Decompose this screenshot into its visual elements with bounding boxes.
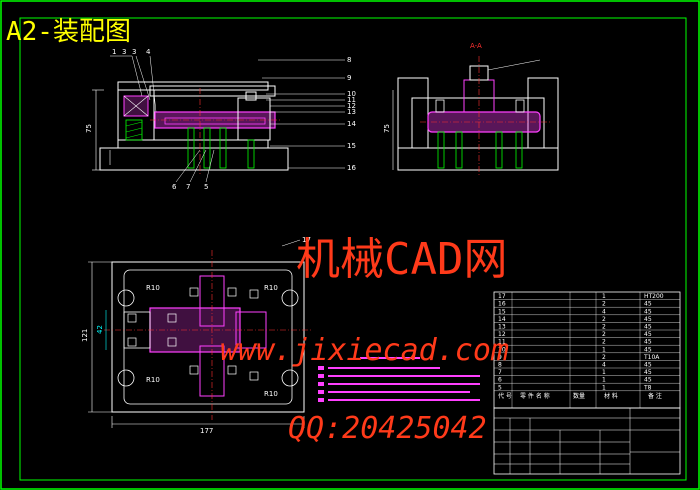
bom-cell-qty: 4 (602, 308, 606, 315)
bom-header-material: 材 料 (604, 392, 618, 400)
bom-header-remark: 备 注 (648, 392, 662, 400)
bom-cell-qty: 2 (602, 331, 606, 338)
bom-cell-qty: 1 (602, 384, 606, 391)
balloons-bottom-left: 6 7 5 (172, 183, 208, 191)
bom-cell-no: 15 (498, 308, 506, 315)
balloon-label: 14 (347, 120, 356, 128)
balloon-label: 3 (132, 48, 136, 56)
bom-cell-material: 45 (644, 339, 652, 346)
balloon-label: 13 (347, 108, 356, 116)
bom-header-code: 代 号 (498, 392, 512, 400)
title-block (493, 407, 681, 475)
balloon-label: 6 (172, 183, 177, 191)
balloon-label: 7 (186, 183, 190, 191)
bom-cell-material: 45 (644, 316, 652, 323)
bom-cell-qty: 1 (602, 293, 606, 300)
bom-cell-material: 45 (644, 324, 652, 331)
balloons-right: 8 9 10 11 12 13 14 15 16 (347, 56, 356, 172)
bom-cell-material: 45 (644, 331, 652, 338)
balloon-label: 17 (302, 236, 311, 244)
bom-cell-no: 9 (498, 354, 502, 361)
bom-header-qty: 数量 (573, 392, 585, 400)
radius-label: R10 (264, 284, 278, 292)
balloon-label: 15 (347, 142, 356, 150)
balloons-top-left: 1 3 3 4 (112, 48, 151, 56)
plan-dim-height: 121 (81, 329, 89, 342)
inner-frame (19, 17, 687, 481)
bom-cell-material: 45 (644, 369, 652, 376)
bom-cell-no: 8 (498, 362, 502, 369)
bom-cell-qty: 1 (602, 346, 606, 353)
bom-cell-material: 45 (644, 362, 652, 369)
side-dim-height: 75 (383, 124, 391, 133)
bom-cell-qty: 1 (602, 369, 606, 376)
bom-cell-material: 45 (644, 301, 652, 308)
bom-cell-no: 6 (498, 377, 502, 384)
balloon-label: 1 (112, 48, 116, 56)
bom-cell-material: 45 (644, 346, 652, 353)
bom-cell-material: T10A (643, 354, 660, 361)
radius-label: R10 (264, 390, 278, 398)
bom-cell-no: 10 (498, 346, 506, 353)
sheet-title: A2-装配图 (6, 17, 131, 47)
bom-cell-no: 17 (498, 293, 506, 300)
side-view-label: A-A (470, 42, 482, 50)
radius-label: R10 (146, 284, 160, 292)
technical-notes (318, 357, 480, 402)
radius-label: R10 (146, 376, 160, 384)
balloon-label: 8 (347, 56, 351, 64)
bom-cell-material: T8 (643, 384, 652, 391)
bom-cell-no: 5 (498, 384, 502, 391)
balloon-label: 16 (347, 164, 356, 172)
bom-cell-qty: 2 (602, 354, 606, 361)
bom-cell-material: 45 (644, 377, 652, 384)
balloon-label: 9 (347, 74, 351, 82)
bom-cell-qty: 1 (602, 377, 606, 384)
front-dim-height: 75 (85, 124, 93, 133)
bom-cell-no: 13 (498, 324, 506, 331)
side-view (392, 56, 559, 176)
plan-view (88, 239, 312, 428)
bom-header-name: 零 件 名 称 (520, 392, 550, 400)
balloon-label: 10 (347, 90, 356, 98)
bom-cell-no: 16 (498, 301, 506, 308)
bom-cell-no: 14 (498, 316, 506, 323)
watermark-line3: QQ:20425042 (288, 411, 487, 446)
bom-cell-qty: 2 (602, 316, 606, 323)
plan-dim-inner: 42 (96, 325, 104, 334)
balloon-label: 12 (347, 102, 356, 110)
front-view (92, 55, 345, 183)
bom-cell-qty: 2 (602, 339, 606, 346)
bom-cell-no: 12 (498, 331, 506, 338)
balloon-label: 3 (122, 48, 126, 56)
plan-dim-width: 177 (200, 427, 213, 435)
balloon-label: 11 (347, 96, 356, 104)
bom-cell-no: 7 (498, 369, 502, 376)
watermark-line1: 机械CAD网 (296, 234, 507, 285)
bom-cell-no: 11 (498, 339, 506, 346)
bom-cell-material: HT200 (644, 293, 664, 300)
watermark-line2: www.jixiecad.com (220, 333, 509, 368)
bom-cell-material: 45 (644, 308, 652, 315)
balloon-label: 4 (146, 48, 151, 56)
balloon-label: 5 (204, 183, 208, 191)
bom-cell-qty: 2 (602, 324, 606, 331)
bom-cell-qty: 4 (602, 362, 606, 369)
bom-cell-qty: 2 (602, 301, 606, 308)
